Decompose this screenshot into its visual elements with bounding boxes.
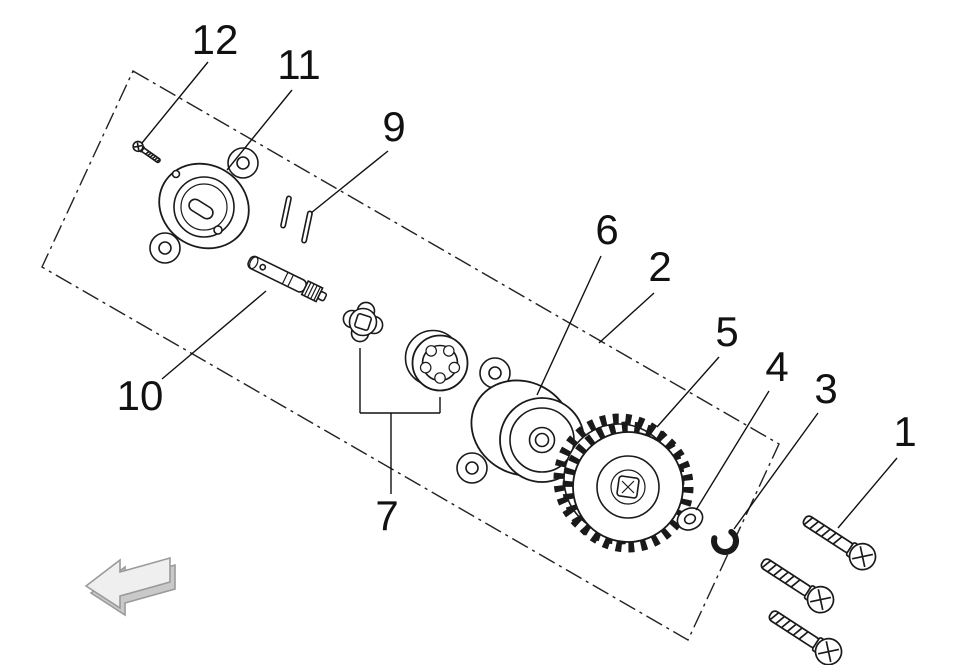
part-outer-rotor: [404, 329, 469, 392]
callout-label-11: 11: [277, 41, 321, 88]
callout-label-3: 3: [814, 365, 837, 412]
direction-arrow-icon: [84, 556, 176, 617]
callout-label-4: 4: [765, 343, 788, 390]
part-pump-cover: [149, 147, 259, 264]
part-pump-shaft: [247, 255, 328, 303]
part-washer: [676, 507, 704, 531]
callout-labels: 1 2 3 4 5 6 7 9 10 11 12: [117, 16, 917, 539]
callout-label-12: 12: [192, 16, 239, 63]
part-dowel-pins: [280, 195, 313, 244]
part-mounting-screws: [755, 507, 881, 665]
part-e-clip: [711, 529, 740, 555]
callout-label-7: 7: [375, 492, 398, 539]
callout-label-6: 6: [595, 206, 618, 253]
callout-label-1: 1: [893, 408, 916, 455]
callout-label-5: 5: [715, 308, 738, 355]
part-drive-gear: [553, 413, 694, 553]
assembly-boundary: [41, 70, 780, 641]
callout-label-2: 2: [648, 243, 671, 290]
callout-label-10: 10: [117, 372, 164, 419]
part-cover-screw: [130, 139, 163, 166]
callout-label-9: 9: [382, 103, 405, 150]
callout-leader-lines: [141, 61, 898, 530]
part-inner-rotor: [342, 301, 384, 343]
